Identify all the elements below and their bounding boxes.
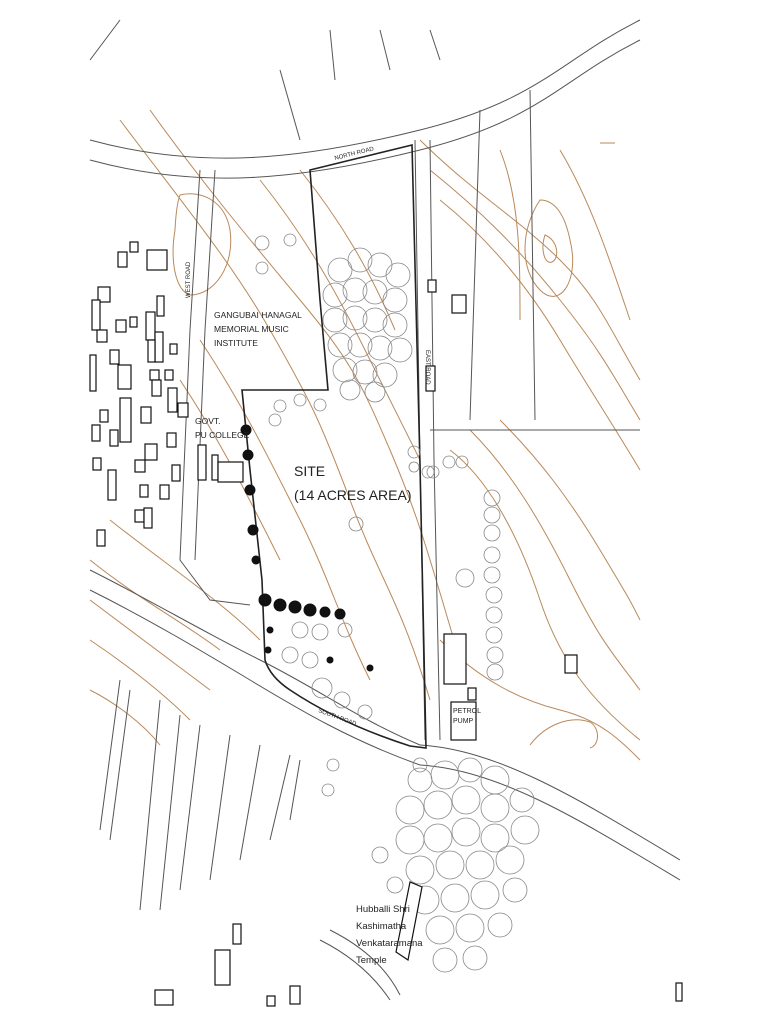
east-road-label: EAST ROAD — [424, 350, 430, 385]
buildings-south — [154, 881, 683, 1007]
tree-cluster-north — [254, 233, 413, 427]
college-label-line1: GOVT. — [195, 416, 221, 426]
petrol-pump-label-line2: PUMP — [453, 718, 474, 725]
temple-label-line2: Kashimatha — [356, 921, 407, 932]
institute-label-line1: GANGUBAI HANAGAL — [214, 310, 302, 320]
building-cluster-west — [89, 241, 189, 547]
institute-label-line2: MEMORIAL MUSIC — [214, 324, 289, 334]
buildings-east — [425, 279, 578, 741]
west-road-label: WEST ROAD — [186, 261, 192, 298]
map-labels: NORTH ROAD WEST ROAD EAST ROAD SOUTH ROA… — [186, 146, 481, 966]
temple-label-line4: Temple — [356, 955, 387, 966]
site-boundary — [241, 143, 427, 749]
temple-building — [395, 881, 423, 962]
road-network — [89, 19, 681, 1001]
temple-label-line3: Venkataramana — [356, 938, 423, 949]
tree-cluster-south — [240, 424, 428, 797]
temple-label-line1: Hubballi Shri — [356, 904, 410, 915]
petrol-pump-building — [450, 701, 477, 741]
institute-label-line3: INSTITUTE — [214, 338, 258, 348]
tree-cluster-east-road — [421, 455, 504, 681]
petrol-pump-label-line1: PETROL — [453, 708, 481, 715]
site-label-line1: SITE — [294, 463, 325, 479]
building-college — [197, 444, 244, 483]
tree-cluster-temple — [371, 757, 540, 973]
site-label-line2: (14 ACRES AREA) — [294, 487, 412, 503]
contour-lines — [89, 109, 641, 761]
college-label-line2: PU COLLEGE — [195, 430, 250, 440]
